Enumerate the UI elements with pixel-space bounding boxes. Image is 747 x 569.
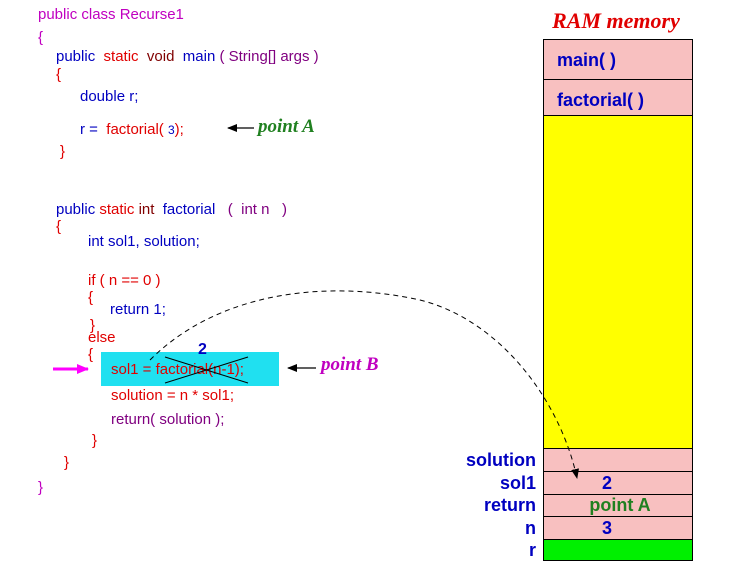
cross-out-line-2 bbox=[164, 356, 249, 384]
ram-title: RAM memory bbox=[552, 8, 680, 33]
label-return: return bbox=[483, 495, 536, 515]
factorial-signature: public static int factorial ( int n ) bbox=[56, 201, 287, 218]
point-b-label: point B bbox=[321, 354, 379, 375]
main-signature: public static void main ( String[] args … bbox=[56, 48, 319, 65]
return-value-arrow bbox=[149, 290, 579, 479]
factorial-close-brace: } bbox=[64, 454, 70, 471]
else-close-brace: } bbox=[92, 432, 98, 449]
solution-line: solution = n * sol1; bbox=[111, 387, 234, 404]
label-sol1: sol1 bbox=[499, 473, 536, 493]
factorial-open-brace: { bbox=[56, 218, 62, 235]
if-open-brace: { bbox=[88, 289, 94, 306]
return-one: return 1; bbox=[110, 301, 166, 318]
current-line-highlight bbox=[101, 352, 279, 386]
cell-n bbox=[543, 516, 693, 540]
else-open-brace: { bbox=[88, 346, 94, 363]
label-r: r bbox=[528, 540, 536, 560]
frame-main-label: main( ) bbox=[557, 50, 617, 70]
class-open-brace: { bbox=[38, 29, 44, 46]
return-solution: return( solution ); bbox=[111, 411, 225, 428]
class-close-brace: } bbox=[38, 479, 44, 496]
return-value: point A bbox=[589, 495, 651, 515]
class-declaration: public class Recurse1 bbox=[38, 6, 184, 23]
if-line: if ( n == 0 ) bbox=[88, 272, 161, 289]
cell-sol1 bbox=[543, 471, 693, 495]
main-assign: r = factorial( 3); bbox=[80, 121, 184, 138]
frame-main bbox=[543, 39, 693, 80]
main-open-brace: { bbox=[56, 66, 62, 83]
if-close-brace: } bbox=[90, 317, 96, 334]
cell-r bbox=[543, 539, 693, 561]
n-value: 3 bbox=[601, 518, 612, 538]
label-n: n bbox=[525, 518, 536, 538]
main-close-brace: } bbox=[60, 143, 66, 160]
sol1-value: 2 bbox=[601, 473, 612, 493]
factorial-decl: int sol1, solution; bbox=[88, 233, 200, 250]
label-solution: solution bbox=[466, 450, 536, 470]
free-memory bbox=[543, 115, 693, 449]
point-a-label: point A bbox=[258, 116, 315, 137]
frame-factorial-label: factorial( ) bbox=[557, 90, 645, 110]
replaced-value: 2 bbox=[198, 341, 207, 358]
else-line: else bbox=[88, 329, 116, 346]
main-decl: double r; bbox=[80, 88, 139, 105]
